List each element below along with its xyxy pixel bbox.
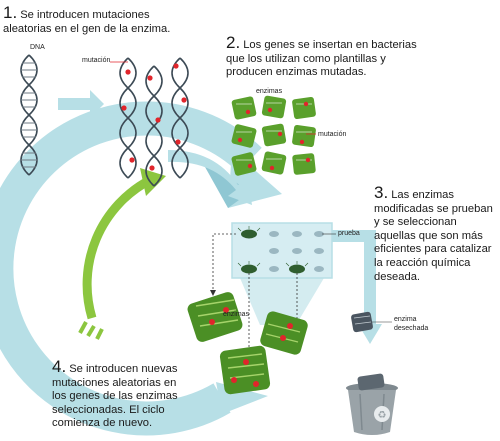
label-prueba: prueba [338, 230, 360, 237]
step-3-line-6: la reacción química [374, 256, 471, 269]
label-enzimas-selected: enzimas [223, 311, 250, 318]
step-3-line-2: modificadas se prueban [374, 202, 493, 215]
step-3-line-7: deseada. [374, 270, 421, 283]
dna-right-arrow [58, 90, 104, 118]
step-4-number: 4. [52, 357, 67, 376]
step-4-line-5: comienza de nuevo. [52, 417, 153, 430]
step-4-line-3: los genes de las enzimas [52, 390, 178, 403]
step-4-text: 4.Se introducen nuevas mutaciones aleato… [52, 357, 212, 431]
step-3-line-4: aquellas que son más [374, 229, 483, 242]
label-enzima-desechada-line-2: desechada [394, 325, 429, 332]
step-4-line-4: seleccionadas. El ciclo [52, 403, 165, 416]
inner-green-arrow [78, 168, 166, 340]
test-plate [231, 222, 382, 344]
selection-dotted-lines [212, 233, 298, 348]
step-2-number: 2. [226, 33, 241, 52]
trash-bin-icon: ♻ [346, 373, 398, 435]
dna-original [20, 54, 38, 176]
step-4-line-1: Se introducen nuevas [69, 363, 178, 375]
step-2-line-3: producen enzimas mutadas. [226, 66, 367, 79]
step-4-line-2: mutaciones aleatorias en [52, 376, 177, 389]
step-1-text: 1.Se introducen mutaciones aleatorias en… [3, 3, 233, 36]
label-mutacion-enzyme: mutación [318, 131, 347, 138]
label-dna: DNA [30, 44, 45, 51]
step-1-line-2: aleatorias en el gen de la enzima. [3, 22, 171, 35]
label-mutacion-dna: mutación [82, 57, 111, 64]
label-enzimas: enzimas [256, 88, 283, 95]
enzyme-grid [231, 95, 316, 176]
dna-mutation-dots [121, 63, 187, 171]
selection-funnel [240, 278, 324, 325]
dna-mutated-group [119, 57, 189, 187]
step-2-line-1: Los genes se insertan en bacterias [243, 39, 417, 51]
step-1-line-1: Se introducen mutaciones [20, 9, 150, 21]
step-2-line-2: que los utilizan como plantillas y [226, 52, 386, 65]
selected-enzymes [187, 292, 308, 395]
svg-text:♻: ♻ [378, 410, 387, 421]
step-3-number: 3. [374, 183, 389, 202]
step-3-line-5: eficientes para catalizar [374, 243, 492, 256]
step-3-text: 3.Las enzimas modificadas se prueban y s… [374, 183, 500, 284]
label-enzima-desechada-line-1: enzima [394, 316, 417, 323]
discarded-enzyme [351, 311, 392, 333]
to-bacteria-arrow [168, 150, 252, 205]
label-enzima-desechada: enzima desechada [394, 315, 428, 333]
step-1-number: 1. [3, 3, 18, 22]
step-3-line-3: y se seleccionan [374, 216, 457, 229]
step-2-text: 2.Los genes se insertan en bacterias que… [226, 33, 426, 80]
step-3-line-1: Las enzimas [391, 189, 454, 201]
